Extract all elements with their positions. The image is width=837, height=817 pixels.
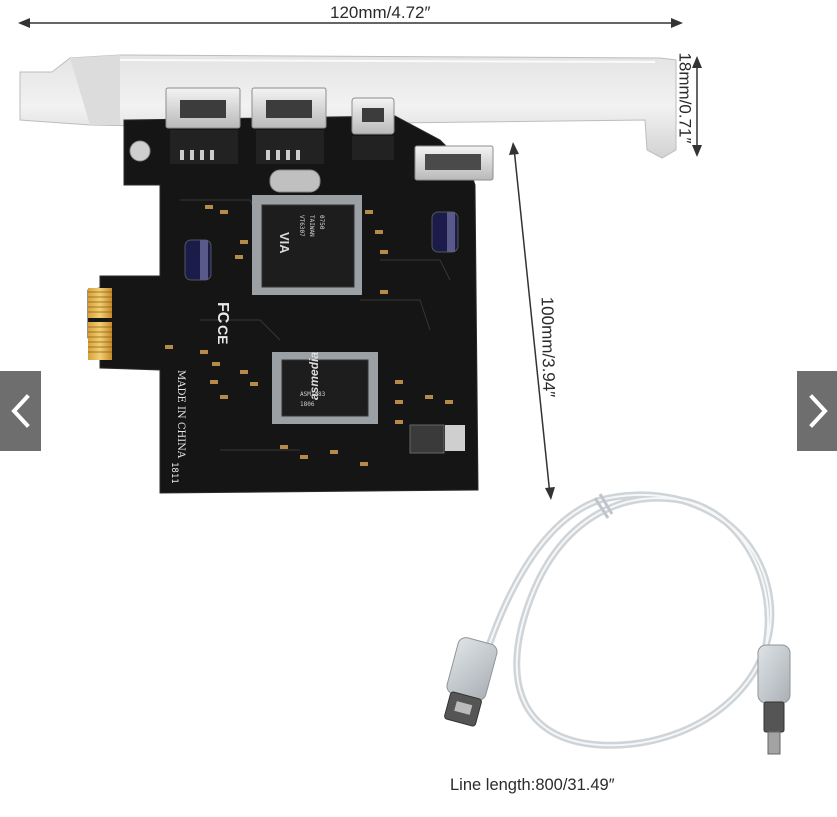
bracket-screw <box>129 140 151 162</box>
regulator-tab <box>445 425 465 451</box>
firewire-cable <box>471 491 775 749</box>
internal-firewire-port <box>414 145 494 181</box>
previous-image-button[interactable] <box>0 371 41 451</box>
width-dimension-arrow <box>18 18 683 28</box>
pcb-board: MADE IN CHINA FC CE 1811 <box>87 115 479 494</box>
controller-chip: VIA VT6307 TAIWAN 0750 <box>252 195 362 295</box>
fcc-mark: FC <box>214 302 231 324</box>
svg-text:1806: 1806 <box>300 401 315 408</box>
width-dimension-label: 120mm/4.72″ <box>330 3 431 22</box>
capacitor-2 <box>431 211 459 253</box>
made-in-label: MADE IN CHINA <box>175 370 186 459</box>
chevron-left-icon <box>10 394 30 428</box>
ce-mark: CE <box>215 325 231 344</box>
voltage-regulator <box>409 424 445 454</box>
svg-text:VT6307: VT6307 <box>298 215 305 237</box>
svg-text:0750: 0750 <box>318 215 325 230</box>
chevron-right-icon <box>808 394 828 428</box>
bracket-height-label: 18mm/0.71″ <box>675 52 695 144</box>
cable-length-caption: Line length:800/31.49″ <box>450 776 615 794</box>
cable-connector-6pin <box>444 637 498 727</box>
crystal-oscillator <box>269 169 321 193</box>
svg-text:TAIWAN: TAIWAN <box>308 215 315 237</box>
firewire-port-2 <box>251 87 327 164</box>
board-height-dimension-arrow <box>509 142 555 500</box>
cable-connector-4pin <box>757 644 791 755</box>
firewire-4pin-port <box>351 97 395 160</box>
firewire-port-1 <box>165 87 241 164</box>
asmedia-logo: asmedia <box>307 352 321 400</box>
svg-text:1811: 1811 <box>169 462 179 484</box>
via-logo: VIA <box>277 232 292 254</box>
next-image-button[interactable] <box>797 371 837 451</box>
capacitor-1 <box>184 239 212 281</box>
bridge-chip: asmedia ASM1083 1806 <box>272 352 378 424</box>
metal-bracket <box>19 54 677 159</box>
svg-text:ASM1083: ASM1083 <box>300 391 326 398</box>
board-height-label: 100mm/3.94″ <box>537 296 559 398</box>
bracket-height-dimension-arrow <box>692 56 702 157</box>
